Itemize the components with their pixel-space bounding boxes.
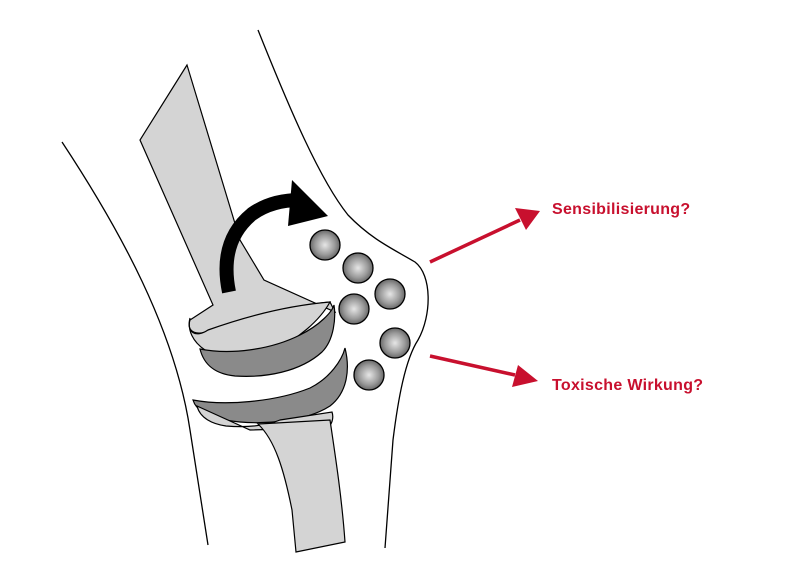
sensitization-label: Sensibilisierung? (552, 201, 691, 218)
leg-outline-left (61, 141, 209, 546)
arrow-toxic-effect (429, 354, 538, 387)
curved-arrow-icon (219, 180, 328, 294)
particle-icon (309, 229, 411, 391)
wear-particle (342, 252, 374, 284)
wear-particle (379, 327, 411, 359)
wear-particle (338, 293, 370, 325)
leg-outline-right (257, 29, 429, 549)
tibia-stem (256, 419, 346, 553)
femur-bearing (199, 304, 336, 377)
arrow-sensitization (429, 208, 540, 264)
wear-particle (353, 359, 385, 391)
wear-particle (309, 229, 341, 261)
wear-particle (374, 278, 406, 310)
toxic-effect-label: Toxische Wirkung? (552, 377, 704, 394)
